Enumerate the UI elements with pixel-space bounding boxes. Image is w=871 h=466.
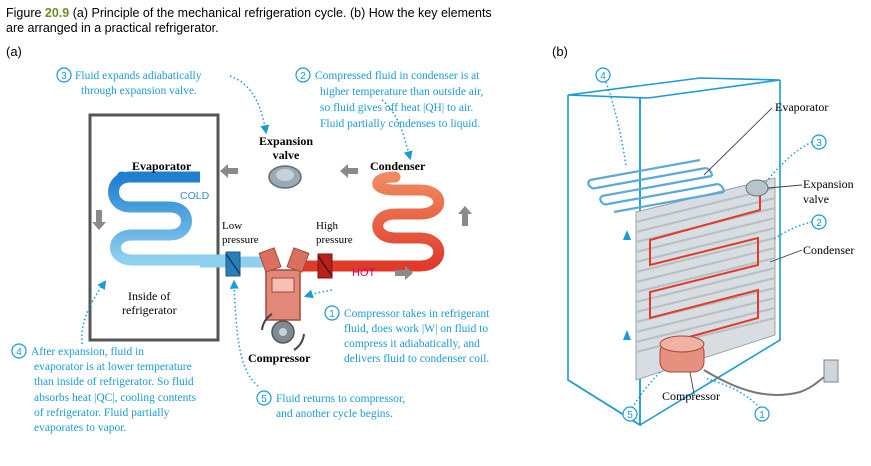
caption-prefix: Figure — [6, 6, 41, 20]
marker-3-b-number: 3 — [816, 138, 822, 149]
cold-label: COLD — [180, 190, 210, 202]
compressor-label: Compressor — [248, 351, 311, 365]
step-1-callout: 1 Compressor takes in refrigerant fluid,… — [324, 305, 490, 365]
high-pressure-label-1: High — [316, 220, 339, 232]
marker-3-b: 3 — [811, 134, 827, 150]
step-3-line-2: through expansion valve. — [81, 85, 197, 97]
compressor — [258, 247, 310, 351]
leader-lines — [81, 75, 413, 387]
condenser-label: Condenser — [370, 159, 426, 173]
step-4-line-5: of refrigerator. Fluid partially — [34, 407, 170, 419]
condenser-fins — [635, 187, 776, 353]
step-4-line-6: evaporates to vapor. — [34, 422, 126, 434]
high-pressure-label-2: pressure — [316, 234, 353, 246]
step-2-callout: 2 Compressed fluid in condenser is at hi… — [295, 67, 483, 130]
step-4-line-3: than inside of refrigerator. So fluid — [34, 376, 194, 388]
marker-2-b-number: 2 — [816, 218, 822, 229]
expansion-valve-label-b-1: Expansion — [803, 177, 854, 191]
marker-5-b: 5 — [622, 406, 638, 422]
low-pressure-label-1: Low — [222, 220, 242, 232]
power-outlet — [823, 359, 839, 383]
refrigerator-box — [88, 113, 220, 342]
step-3-line-1: Fluid expands adiabatically — [75, 70, 202, 82]
marker-1-b: 1 — [754, 406, 770, 422]
expansion-valve-label-2: valve — [273, 148, 300, 162]
panel-b-label: (b) — [552, 44, 568, 59]
step-5-line-2: and another cycle begins. — [276, 408, 393, 420]
step-4-line-4: absorbs heat |QC|, cooling contents — [34, 392, 197, 404]
marker-4-b-number: 4 — [600, 71, 606, 82]
step-4-callout: 4 After expansion, fluid in evaporator i… — [11, 343, 197, 434]
step-4-number: 4 — [16, 347, 22, 358]
flow-markers-b — [623, 230, 631, 340]
step-1-line-3: compress it adiabatically, and — [344, 338, 480, 350]
step-2-line-3: so fluid gives off heat |QH| to air. — [320, 102, 473, 114]
flow-arrows — [92, 164, 472, 280]
evaporator-label-b: Evaporator — [775, 100, 828, 114]
expansion-valve-label-b-2: valve — [803, 192, 829, 206]
low-pressure-label-2: pressure — [222, 234, 259, 246]
inside-label-2: refrigerator — [122, 303, 177, 317]
expansion-valve-b — [745, 179, 769, 197]
step-1-number: 1 — [329, 309, 335, 320]
power-cord — [703, 369, 829, 397]
condenser-coil — [324, 171, 445, 272]
condenser-label-b: Condenser — [803, 243, 854, 257]
step-3-number: 3 — [61, 71, 67, 82]
step-5-callout: 5 Fluid returns to compressor, and anoth… — [256, 390, 405, 420]
step-4-line-2: evaporator is at lower temperature — [34, 361, 192, 373]
step-3-callout: 3 Fluid expands adiabatically through ex… — [56, 67, 202, 97]
expansion-valve-cap — [276, 169, 294, 181]
leader-lines-b — [605, 81, 813, 409]
evaporator-coil — [108, 171, 236, 266]
step-5-number: 5 — [261, 394, 267, 405]
step-2-number: 2 — [300, 71, 306, 82]
compressor-b — [659, 335, 705, 373]
high-pressure-seal-line — [317, 255, 333, 277]
expansion-valve-label-1: Expansion — [259, 134, 313, 148]
evaporator-coils — [587, 158, 726, 214]
panel-a-label: (a) — [6, 44, 22, 59]
label-lines-b — [689, 107, 803, 395]
marker-4-b: 4 — [595, 67, 611, 83]
step-2-line-4: Fluid partially condenses to liquid. — [320, 118, 480, 130]
caption-line-1: (a) Principle of the mechanical refriger… — [73, 6, 492, 20]
marker-5-b-number: 5 — [627, 410, 633, 421]
hot-label: HOT — [352, 267, 376, 279]
marker-2-b: 2 — [811, 214, 827, 230]
caption-line-2: are arranged in a practical refrigerator… — [6, 21, 219, 35]
step-4-line-1: After expansion, fluid in — [31, 346, 144, 358]
figure-number: 20.9 — [45, 6, 69, 20]
step-2-line-1: Compressed fluid in condenser is at — [315, 70, 480, 82]
compressor-label-b: Compressor — [662, 389, 720, 403]
step-1-line-4: delivers fluid to condenser coil. — [344, 353, 489, 365]
low-pressure-seal-line — [225, 253, 241, 275]
step-1-line-1: Compressor takes in refrigerant — [344, 308, 490, 320]
marker-1-b-number: 1 — [759, 410, 765, 421]
evaporator-label: Evaporator — [132, 159, 192, 173]
step-5-line-1: Fluid returns to compressor, — [276, 393, 405, 405]
condenser-tubing — [649, 196, 761, 346]
step-1-line-2: fluid, does work |W| on fluid to — [344, 323, 488, 335]
figure-caption: Figure 20.9 (a) Principle of the mechani… — [6, 6, 492, 20]
inside-label-1: Inside of — [128, 289, 170, 303]
step-2-line-2: higher temperature than outside air, — [320, 86, 483, 98]
